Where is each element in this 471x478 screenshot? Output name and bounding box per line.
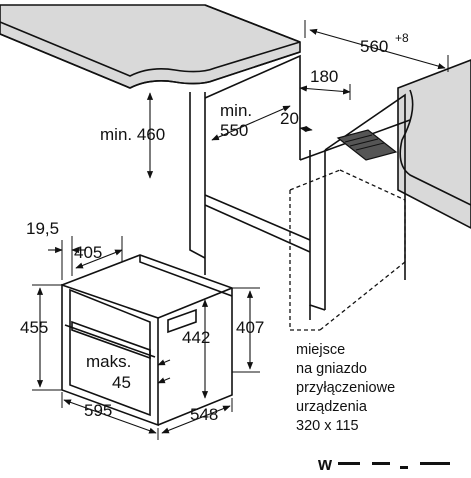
watermark-text: w	[317, 454, 333, 474]
watermark: w	[317, 454, 450, 474]
label-442: 442	[182, 328, 210, 347]
label-455: 455	[20, 318, 48, 337]
label-20: 20	[280, 109, 299, 128]
label-407: 407	[236, 318, 264, 337]
label-560: 560	[360, 37, 388, 56]
label-405: 405	[74, 243, 102, 262]
note-line-4: urządzenia	[296, 399, 368, 415]
label-548: 548	[190, 405, 218, 424]
dim-180: 180	[299, 67, 351, 100]
label-180: 180	[310, 67, 338, 86]
socket-note: miejsce na gniazdo przyłączeniowe urządz…	[296, 342, 395, 434]
countertop-left	[0, 4, 301, 89]
dim-595: 595	[61, 392, 159, 440]
label-min-460: min. 460	[100, 125, 165, 144]
dim-19-5: 19,5	[26, 219, 86, 280]
countertop-right	[397, 59, 471, 229]
dim-442: 442	[182, 299, 210, 399]
label-595: 595	[84, 401, 112, 420]
note-line-2: na gniazdo	[296, 361, 367, 377]
dim-maks-45: maks. 45	[86, 352, 171, 392]
label-min-550-a: min.	[220, 101, 252, 120]
label-19-5: 19,5	[26, 219, 59, 238]
label-45: 45	[112, 373, 131, 392]
label-560-tolerance: +8	[395, 31, 409, 45]
socket-box	[336, 129, 398, 161]
label-maks: maks.	[86, 352, 131, 371]
dim-407: 407	[232, 287, 264, 373]
label-min-550-b: 550	[220, 121, 248, 140]
dim-455: 455	[20, 284, 62, 391]
note-line-1: miejsce	[296, 342, 345, 358]
dim-405: 405	[74, 236, 123, 269]
note-line-5: 320 x 115	[296, 418, 359, 434]
dim-20: 20	[280, 109, 313, 133]
dim-min-460: min. 460	[100, 92, 165, 179]
installation-zone	[289, 169, 406, 331]
dim-min-550: min. 550	[211, 101, 291, 141]
dim-548: 548	[161, 398, 233, 434]
note-line-3: przyłączeniowe	[296, 380, 395, 396]
dim-560: 560 +8	[304, 20, 449, 72]
